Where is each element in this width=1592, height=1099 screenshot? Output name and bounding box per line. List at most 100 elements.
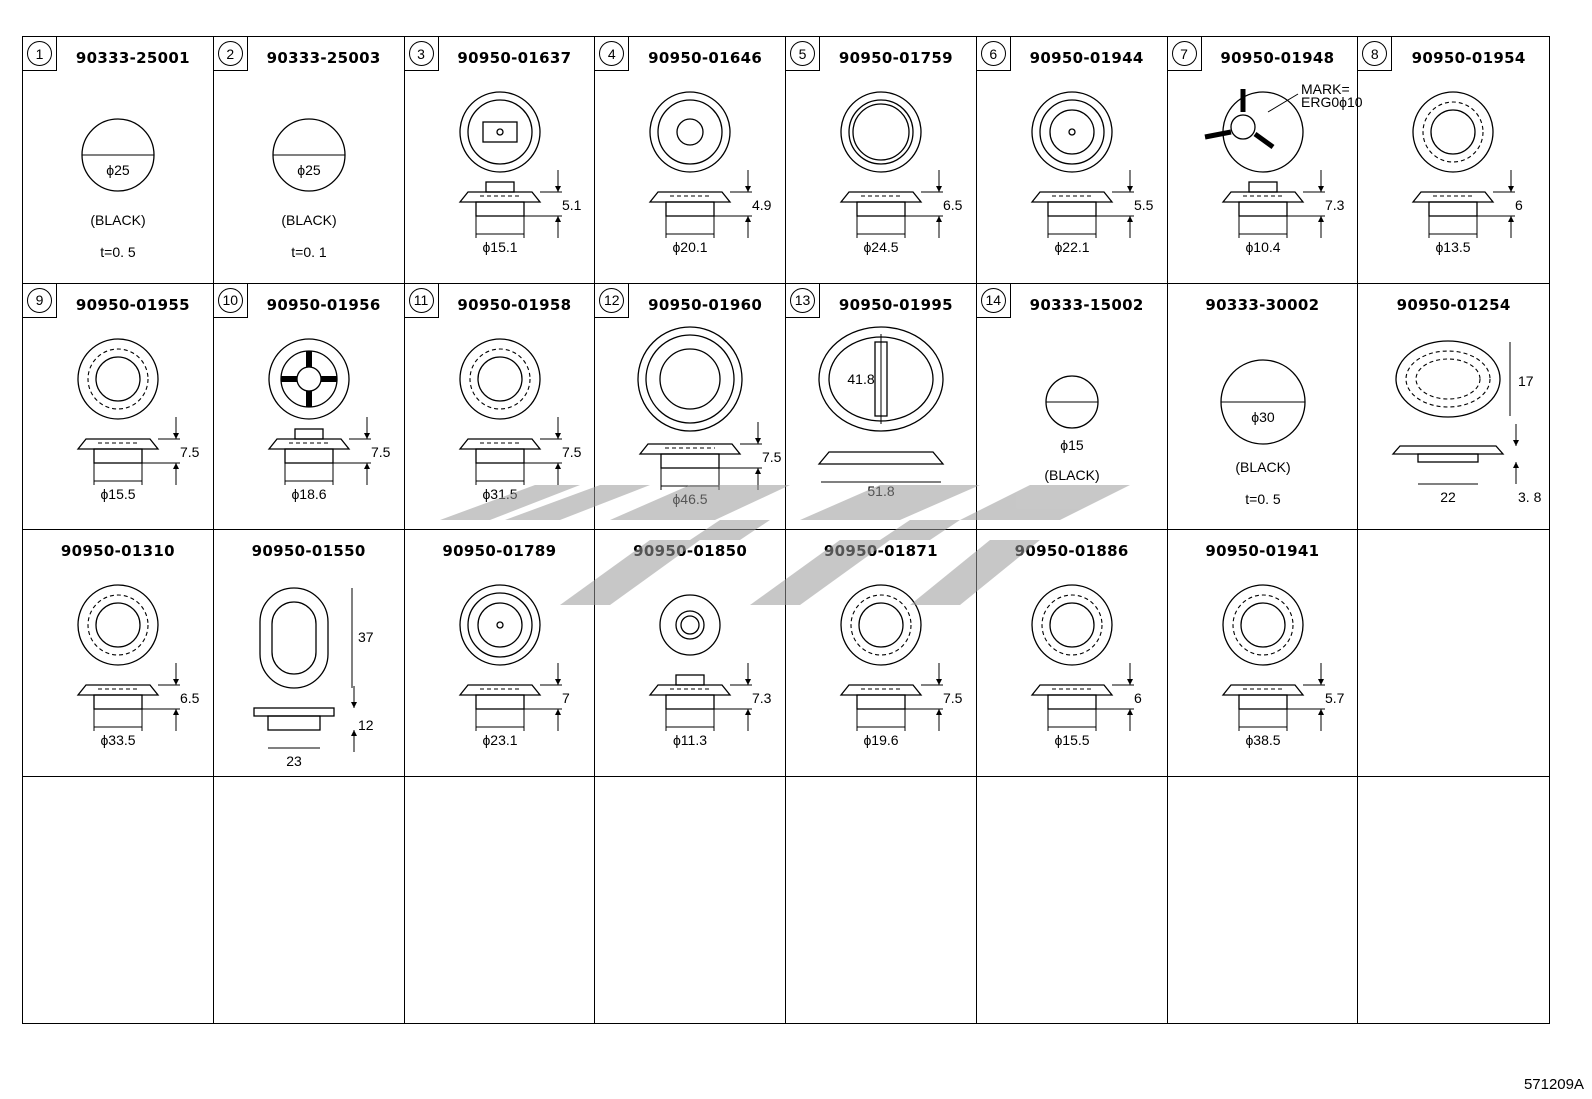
grommet-body [665,201,715,217]
grommet-boss [675,674,705,686]
part-number: 90333-15002 [1029,295,1144,314]
grommet-body [93,694,143,710]
part-drawing: ϕ13.56 [1411,91,1523,255]
part-number: 90950-01789 [442,542,557,560]
grommet-body [1428,201,1478,217]
arrowhead [554,679,561,685]
diameter-label: ϕ10.4 [1245,239,1280,255]
arrowhead [755,437,762,444]
oval-flange [817,450,945,465]
grommet-body [474,201,525,217]
grommet-outline [458,584,541,666]
figure-code: 571209A [1523,1076,1584,1093]
color-note: (BLACK) [1235,459,1290,475]
part-number: 90950-01948 [1220,49,1335,67]
width-label: 22 [1440,489,1456,505]
part-number: 90950-01995 [838,295,953,314]
grommet-flange [1221,191,1304,203]
part-drawing: ϕ25(BLACK)t=0. 5 [81,118,155,260]
part-drawing: ϕ18.67.5 [267,337,390,502]
slot-outline [259,587,329,689]
diameter-label: ϕ24.5 [863,239,898,255]
height-label: 7.5 [562,444,582,460]
thickness-note: t=0. 5 [1245,491,1281,507]
grommet-outline [77,337,159,420]
grommet-flange [458,684,541,696]
item-number: 12 [599,287,625,313]
height-label: 6.5 [943,197,963,213]
plug-flange [1391,444,1505,455]
grommet-ring [466,99,533,165]
grommet-hole [476,355,523,402]
arrowhead [1317,679,1324,685]
part-drawing: ϕ31.57.5 [458,337,582,502]
empty-cell [214,776,405,1023]
grommet-pin [495,621,504,629]
oval-dashed [1415,357,1481,400]
item-number: 4 [599,41,625,66]
arrowhead [1513,439,1520,446]
item-number-box: 3 [404,37,439,71]
part-drawing: ϕ38.55.7 [1221,584,1344,748]
grommet-dashed-ring [1231,594,1294,656]
plug-body [1417,452,1479,463]
diameter-label: ϕ15.5 [100,486,135,502]
height-label: 7 [562,690,570,706]
item-number-box: 4 [595,37,630,71]
grommet-flange [1030,191,1114,203]
part-number: 90950-01941 [1205,542,1320,560]
arrowhead [363,462,370,469]
empty-cell [405,776,596,1023]
part-number: 90950-01954 [1411,49,1526,67]
grommet-outline [1221,584,1304,666]
part-drawing: ϕ46.57.5 [637,325,782,507]
part-drawing: ϕ19.67.5 [839,584,963,748]
grommet-slot [481,121,518,143]
grommet-hole [95,602,141,648]
grommet-hole [95,355,141,402]
part-number: 90950-01958 [457,295,572,314]
empty-cell [1168,776,1359,1023]
item-number: 2 [217,41,243,66]
diameter-label: ϕ19.6 [863,732,898,748]
item-number: 10 [217,287,243,313]
item-number: 13 [790,287,815,313]
part-number: 90333-30002 [1205,295,1320,314]
grommet-outline [458,91,541,173]
height-label: 4.9 [752,197,772,213]
diameter-label: ϕ25 [297,162,321,178]
grommet-boss [484,181,515,193]
part-drawing: ϕ15.15.1 [458,91,581,255]
grommet-flange [648,684,732,696]
item-number: 3 [408,41,434,66]
width-label: 51.8 [867,483,894,499]
grommet-flange [1221,684,1304,696]
arrowhead [350,702,357,708]
part-number: 90950-01886 [1014,542,1129,560]
item-number-box: 10 [213,283,248,318]
empty-cell [1358,530,1549,777]
side-label: 17 [1518,373,1534,389]
part-number: 90950-01955 [75,295,190,314]
grommet-flange [1411,191,1495,203]
plug-body [267,715,321,731]
part-drawing: ϕ22.15.5 [1030,91,1153,255]
diameter-label: ϕ15.1 [482,239,517,255]
grommet-outline [1031,584,1113,666]
part-number: 90950-01254 [1396,295,1511,314]
part-number: 90950-01850 [633,542,748,560]
thickness-note: t=0. 5 [100,244,136,260]
leader-line [1267,93,1298,113]
grommet-flange [839,191,923,203]
empty-cell [1358,777,1549,1024]
grommet-flange [638,442,742,455]
